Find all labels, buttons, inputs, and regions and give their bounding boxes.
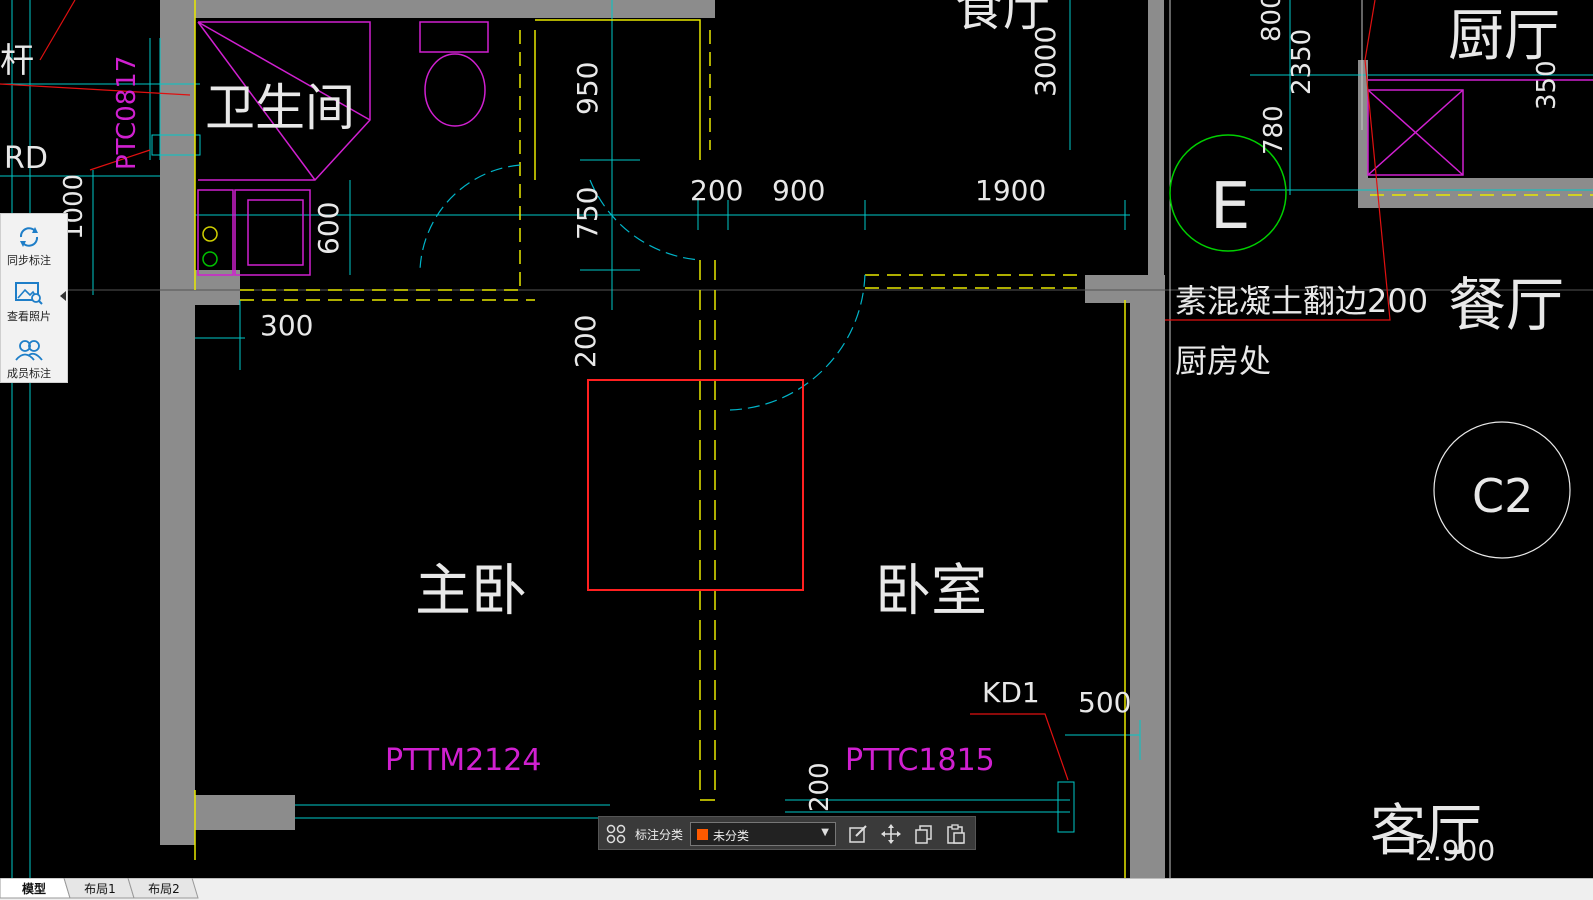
grid-icon[interactable] [605, 823, 627, 845]
room-label-kitchen-top: 厨厅 [1448, 4, 1560, 69]
door-code-pttc1815: PTTC1815 [845, 743, 995, 778]
dim-1900: 1900 [975, 174, 1046, 207]
dim-800: 800 [1257, 0, 1287, 42]
dim-500: 500 [1078, 686, 1131, 719]
view-photos-button[interactable]: 查看照片 [1, 274, 57, 330]
category-color-swatch [697, 829, 708, 840]
room-label-dining: 餐厅 [1448, 271, 1564, 339]
cad-drawing-canvas[interactable]: 卫生间 主卧 卧室 餐厅 客厅 厨厅 食厅 素混凝土翻边200 厨房处 杆 RD… [0, 0, 1593, 878]
note-rd: RD [4, 141, 48, 176]
note-kitchen-location: 厨房处 [1175, 342, 1271, 380]
note-concrete-curb: 素混凝土翻边200 [1175, 282, 1428, 320]
dim-900: 900 [772, 174, 825, 207]
layout-tab-bar: 模型 布局1 布局2 [0, 878, 1593, 900]
bubble-e-label: E [1210, 170, 1250, 244]
door-swings [419, 164, 866, 411]
dim-750: 750 [571, 187, 604, 240]
dim-600: 600 [312, 202, 345, 255]
leader-lines [0, 0, 1391, 781]
room-label-living: 客厅 [1370, 799, 1482, 864]
dim-200-bottom: 200 [805, 762, 835, 812]
dim-300: 300 [260, 309, 313, 342]
sync-annotation-label: 同步标注 [7, 254, 51, 267]
bubble-c2-label: C2 [1472, 469, 1533, 523]
tab-layout-2[interactable]: 布局2 [148, 882, 180, 896]
sync-icon [19, 227, 39, 247]
bathroom-fixtures [197, 21, 1593, 276]
annotation-category-value: 未分类 [713, 829, 750, 843]
photo-search-icon [15, 282, 43, 305]
section-bubbles [1169, 134, 1571, 559]
move-icon[interactable] [880, 823, 902, 845]
chevron-down-icon: ▼ [821, 827, 829, 838]
tab-layout-1[interactable]: 布局1 [84, 882, 116, 896]
tab-outlines [0, 878, 199, 899]
copy-icon[interactable] [913, 823, 935, 845]
room-label-bathroom: 卫生间 [205, 79, 355, 137]
window-code-ptc0817: PTC0817 [112, 56, 142, 170]
paste-icon[interactable] [945, 823, 967, 845]
yellow-lines [194, 0, 1593, 878]
dim-780: 780 [1259, 105, 1289, 155]
dimension-lines [0, 0, 1593, 878]
dim-3000: 3000 [1029, 26, 1062, 97]
edit-icon[interactable] [847, 823, 869, 845]
label-kd1: KD1 [982, 676, 1040, 709]
label-elevation: 2.900 [1415, 834, 1495, 867]
view-photos-label: 查看照片 [7, 310, 51, 323]
note-left-fragment: 杆 [0, 41, 34, 81]
room-label-bedroom: 卧室 [875, 559, 987, 624]
collapse-panel-icon[interactable] [59, 289, 67, 303]
walls [160, 0, 1593, 878]
highlight-annotation-box[interactable] [587, 379, 804, 591]
room-label-master-bedroom: 主卧 [415, 559, 527, 624]
dim-350: 350 [1532, 60, 1562, 110]
dim-200-left: 200 [569, 315, 602, 368]
member-annotation-label: 成员标注 [7, 367, 51, 380]
door-code-pttm2124: PTTM2124 [385, 743, 541, 778]
dim-950: 950 [571, 62, 604, 115]
members-icon [15, 340, 43, 361]
tab-model[interactable]: 模型 [21, 882, 46, 896]
room-label-dining-partial: 食厅 [955, 0, 1051, 37]
annotation-side-panel: 同步标注 查看照片 成员标注 [0, 213, 68, 383]
sync-annotation-button[interactable]: 同步标注 [1, 218, 57, 274]
annotation-category-label: 标注分类 [635, 828, 684, 842]
member-annotation-button[interactable]: 成员标注 [1, 331, 57, 387]
annotation-toolbar: 标注分类 未分类 ▼ [598, 816, 976, 850]
annotation-category-dropdown[interactable]: 未分类 ▼ [690, 822, 836, 846]
dim-200-top: 200 [690, 174, 743, 207]
dim-2350: 2350 [1287, 29, 1317, 95]
